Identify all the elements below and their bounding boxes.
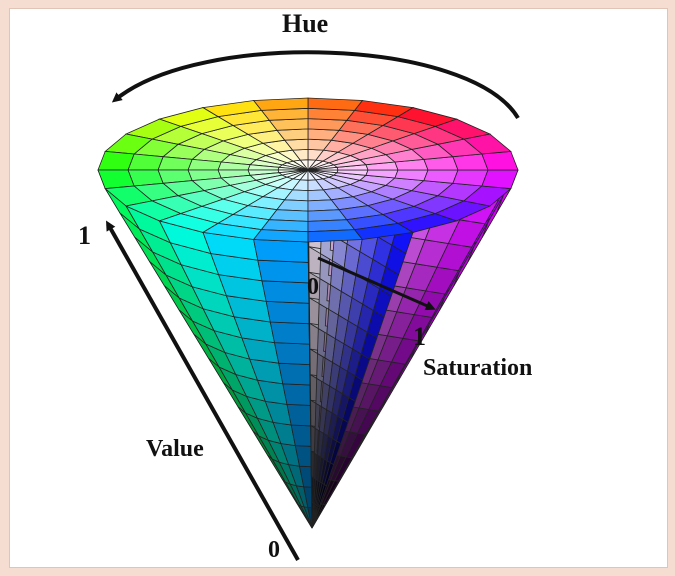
cone-side-cell [282,383,311,406]
value-max-label: 1 [78,221,91,250]
saturation-arrow [317,256,436,311]
value-label: Value [146,436,204,462]
saturation-min-label: 0 [307,274,319,300]
disk-cell [423,169,459,184]
hue-arrow [111,50,520,120]
disk-cell [396,107,458,127]
cone-side-cell [253,239,309,263]
disk-cell [307,97,364,111]
disk-cell [97,150,135,171]
value-min-label: 0 [268,537,280,563]
saturation-max-label: 1 [413,322,426,351]
hue-label: Hue [282,9,328,38]
disk-cell [252,97,309,111]
cone-side-cell [257,259,310,284]
cone-side-cell [278,362,311,386]
disk-cell [307,229,364,243]
value-arrow [106,220,300,561]
cone-side-cell [274,342,311,366]
saturation-label: Saturation [423,355,532,381]
cone-body [97,169,519,529]
disk-cell [97,169,135,190]
disk-cell [252,229,309,243]
cone-side-cell [261,280,310,304]
hue-saturation-disk [97,97,519,243]
cone-side-cell [265,300,310,325]
disk-cell [481,150,519,171]
cone-side-cell [269,321,310,345]
disk-cell [481,169,519,190]
cone-side-cell [286,403,312,427]
disk-cell [157,156,193,171]
